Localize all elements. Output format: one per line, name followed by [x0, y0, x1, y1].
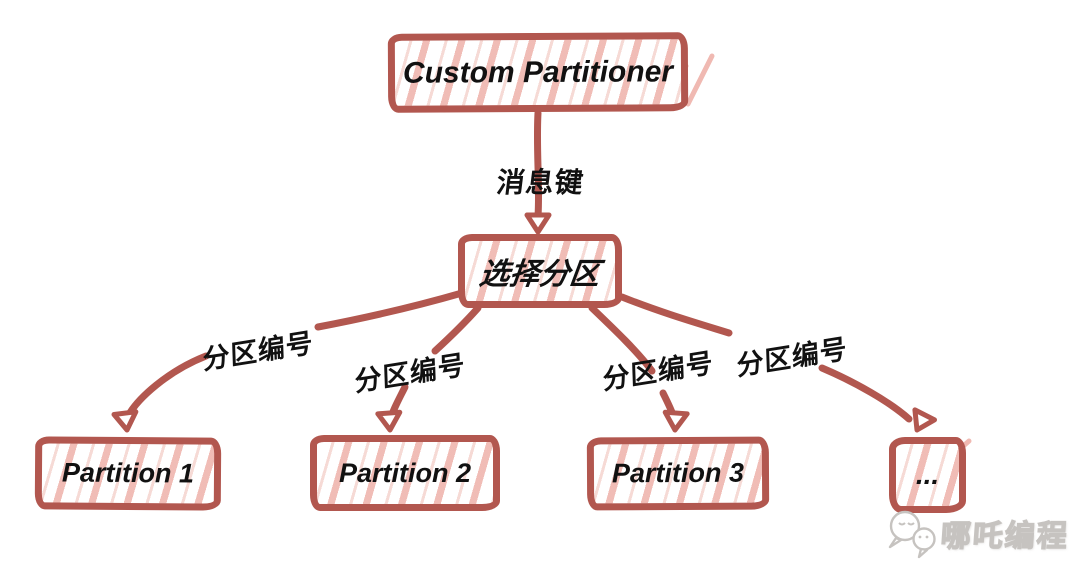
edge-more-line [618, 293, 733, 337]
watermark-label: 哪吒编程 [939, 519, 1071, 553]
big-chat-bubble [888, 510, 921, 549]
edge-partition2-line [431, 304, 482, 355]
node-more-partitions: ... [889, 437, 966, 513]
hatch-overshoot-decoration [685, 53, 715, 107]
arrowhead-partition2 [375, 409, 403, 433]
arrowhead-more [912, 407, 938, 433]
node-select-partition: 选择分区 [458, 234, 622, 308]
node-partition-2-label: Partition 2 [338, 457, 472, 488]
node-more-partitions-label: ... [915, 459, 940, 490]
arrowhead-message-key [524, 212, 552, 235]
node-partition-2: Partition 2 [310, 435, 500, 511]
edge-partition1-line [314, 289, 466, 331]
arrowhead-partition1 [111, 409, 139, 433]
arrowhead-partition3 [662, 409, 690, 433]
edge-partition3-line [588, 304, 656, 375]
edge-more-line [818, 364, 913, 423]
small-chat-bubble [912, 527, 936, 559]
edge-message-key-line [533, 109, 543, 220]
